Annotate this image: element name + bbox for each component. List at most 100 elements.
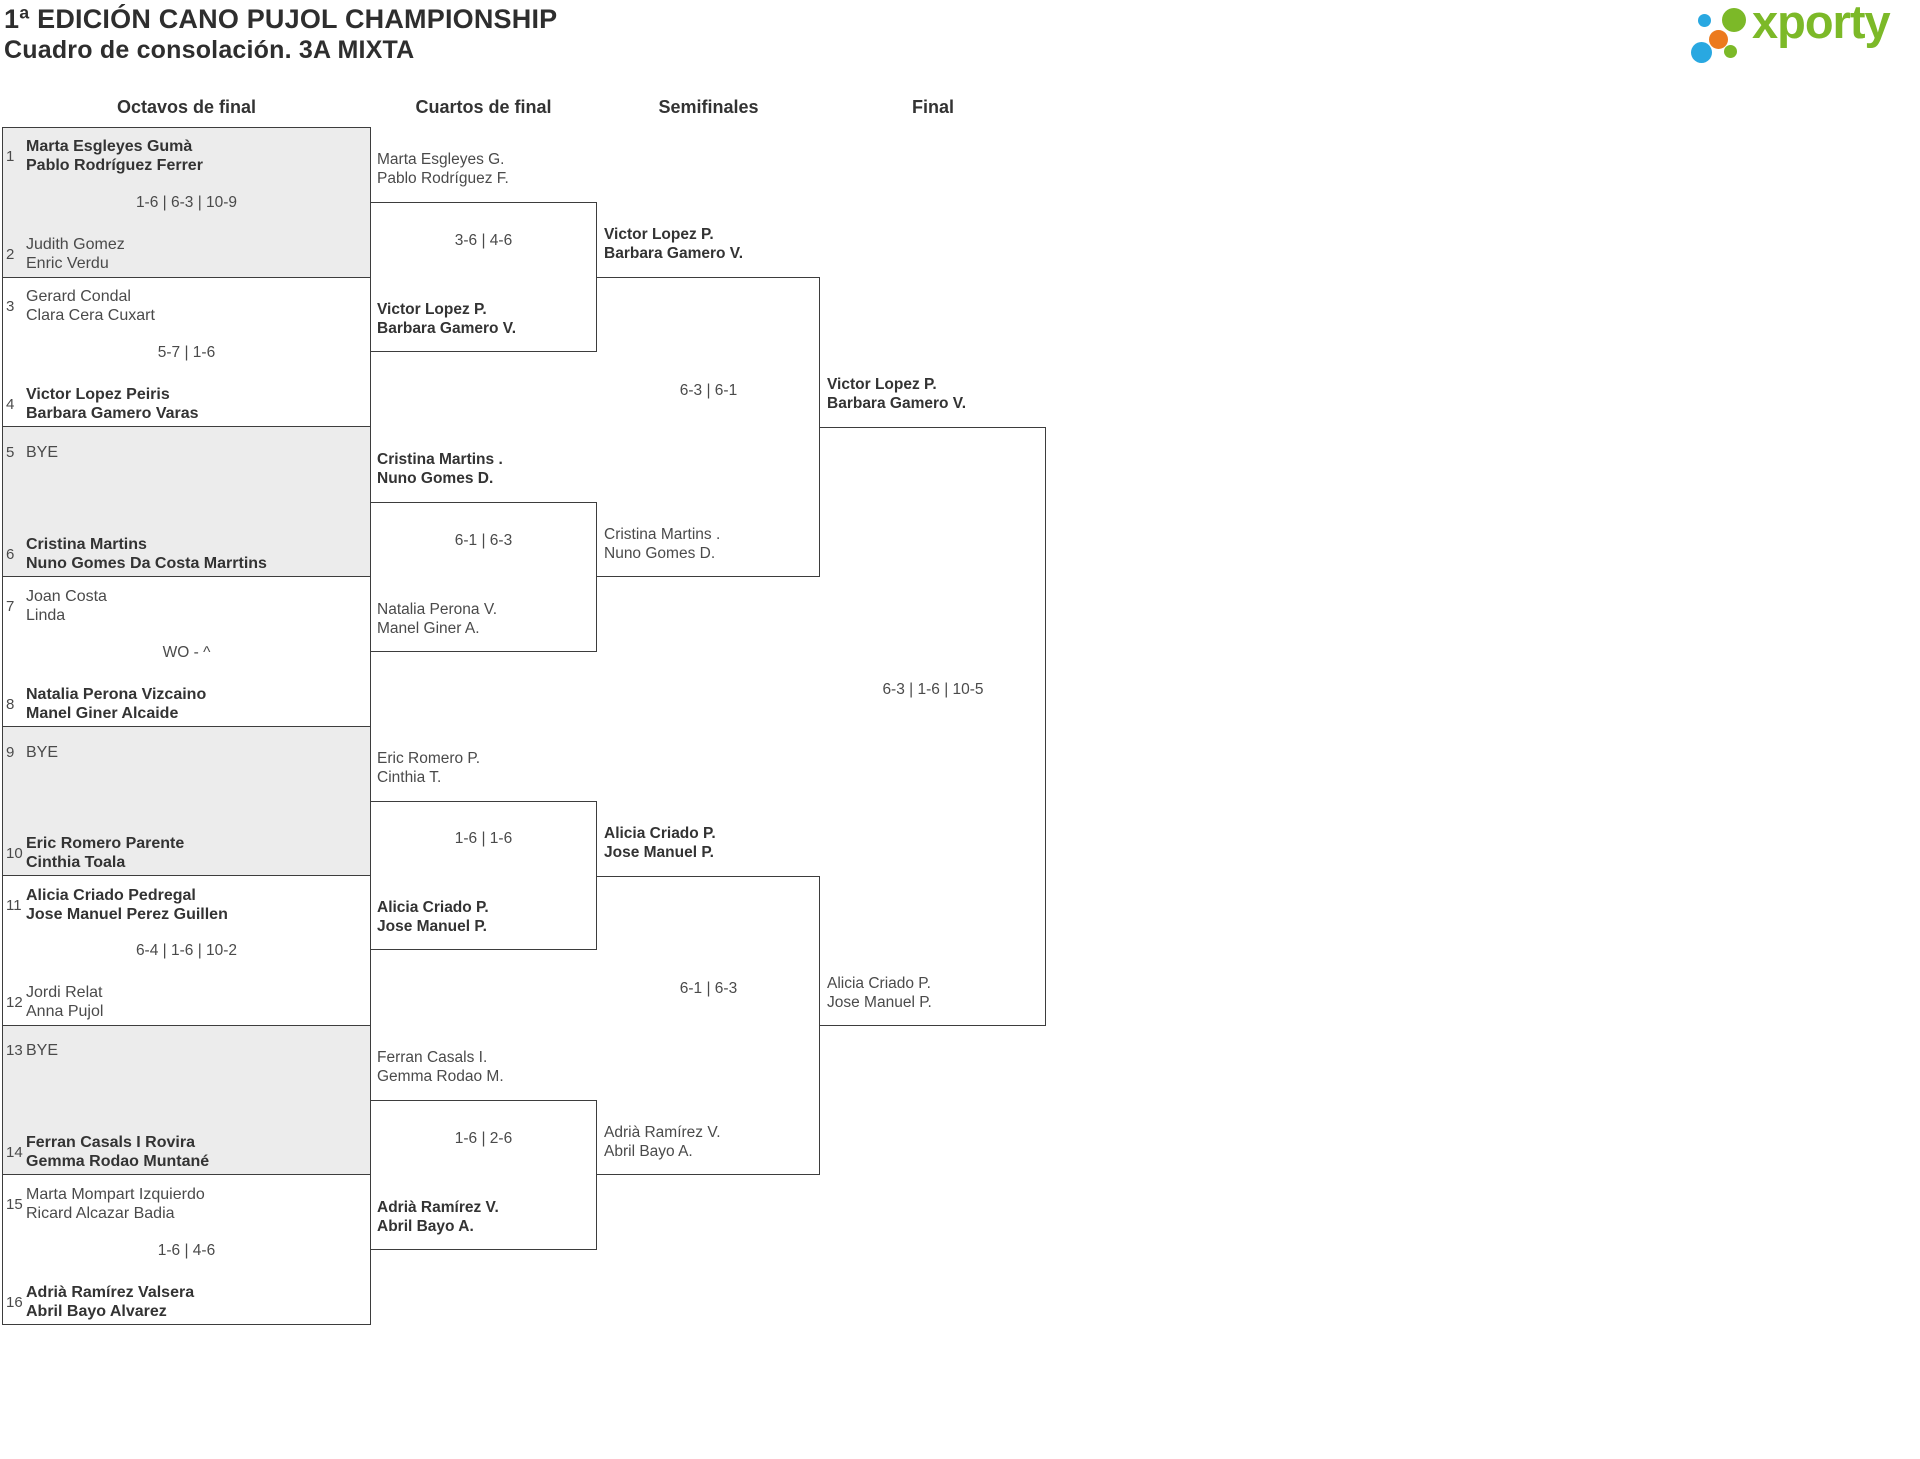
team-names: Gerard Condal Clara Cera Cuxart <box>26 287 155 325</box>
match-score-qf1: 3-6 | 4-6 <box>454 232 513 249</box>
team-name-line: Alicia Criado P. <box>827 975 931 992</box>
match-score-octavos-2: 5-7 | 1-6 <box>157 344 216 361</box>
seed-number: 4 <box>6 395 15 413</box>
logo-dot-green-small <box>1724 45 1737 58</box>
team-name-line: Barbara Gamero V. <box>604 245 744 262</box>
team-name-line: Nuno Gomes D. <box>377 470 494 487</box>
bye-label: BYE <box>26 744 59 761</box>
team-names: Cristina Martins Nuno Gomes Da Costa Mar… <box>26 535 267 573</box>
match-score-qf2: 6-1 | 6-3 <box>454 532 513 549</box>
team-names: Jordi Relat Anna Pujol <box>26 983 103 1021</box>
bye-label: BYE <box>26 444 59 461</box>
team-name-line: Marta Mompart Izquierdo <box>26 1186 205 1203</box>
sf-box-1 <box>597 277 820 577</box>
seed-number: 3 <box>6 297 15 315</box>
team-names: Marta Mompart Izquierdo Ricard Alcazar B… <box>26 1185 205 1223</box>
qf2-team-b: Natalia Perona V. Manel Giner A. <box>377 600 497 638</box>
round-header-final: Final <box>911 97 954 117</box>
round-header-cuartos: Cuartos de final <box>415 97 552 117</box>
qf-box-3 <box>370 801 597 950</box>
team-names: Victor Lopez Peiris Barbara Gamero Varas <box>26 385 199 423</box>
team-name-line: Enric Verdu <box>26 255 109 272</box>
logo-dot-blue-large <box>1691 42 1712 63</box>
team-name-line: Manel Giner Alcaide <box>26 705 179 722</box>
match-row-5 <box>3 726 370 877</box>
bracket-subtitle: Cuadro de consolación. 3A MIXTA <box>4 36 415 64</box>
seed-number: 8 <box>6 695 15 713</box>
team-name-line: Clara Cera Cuxart <box>26 307 155 324</box>
round-header-octavos: Octavos de final <box>116 97 257 117</box>
qf4-team-a: Ferran Casals I. Gemma Rodao M. <box>377 1048 504 1086</box>
team-name-line: Adrià Ramírez Valsera <box>26 1284 195 1301</box>
team-name-line: Barbara Gamero V. <box>827 395 967 412</box>
seed-number: 12 <box>6 993 23 1011</box>
team-name-line: Nuno Gomes Da Costa Marrtins <box>26 555 267 572</box>
team-name-line: Anna Pujol <box>26 1003 104 1020</box>
bye-label: BYE <box>26 1042 59 1059</box>
bracket-entry-seed-13-bye: 13 BYE <box>6 1041 58 1060</box>
team-names: BYE <box>26 743 58 762</box>
team-name-line: Ferran Casals I. <box>377 1049 488 1066</box>
final-team-a: Victor Lopez P. Barbara Gamero V. <box>827 375 966 413</box>
match-score-sf1: 6-3 | 6-1 <box>679 382 738 399</box>
qf-box-1 <box>370 202 597 352</box>
team-name-line: Cinthia T. <box>377 769 442 786</box>
bracket-entry-seed-11: 11 Alicia Criado Pedregal Jose Manuel Pe… <box>6 886 228 924</box>
match-score-octavos-8: 1-6 | 4-6 <box>157 1242 216 1259</box>
seed-number: 10 <box>6 844 23 862</box>
qf-box-4 <box>370 1100 597 1250</box>
bracket-entry-seed-6: 6 Cristina Martins Nuno Gomes Da Costa M… <box>6 535 267 573</box>
team-name-line: Alicia Criado P. <box>377 899 489 916</box>
seed-number: 5 <box>6 444 15 461</box>
match-score-octavos-1: 1-6 | 6-3 | 10-9 <box>135 194 238 211</box>
team-name-line: Nuno Gomes D. <box>604 545 716 562</box>
team-name-line: Eric Romero Parente <box>26 835 185 852</box>
match-row-4 <box>3 577 370 727</box>
team-names: Alicia Criado Pedregal Jose Manuel Perez… <box>26 886 228 924</box>
team-name-line: Adrià Ramírez V. <box>377 1199 499 1216</box>
round-header-semifinales: Semifinales <box>658 97 759 117</box>
team-name-line: Cristina Martins . <box>377 451 503 468</box>
team-name-line: Abril Bayo Alvarez <box>26 1303 167 1320</box>
seed-number: 2 <box>6 245 15 263</box>
match-score-octavos-4: WO - ^ <box>162 644 211 661</box>
match-score-sf2: 6-1 | 6-3 <box>679 980 738 997</box>
qf1-team-b: Victor Lopez P. Barbara Gamero V. <box>377 300 516 338</box>
bracket-entry-seed-16: 16 Adrià Ramírez Valsera Abril Bayo Alva… <box>6 1283 194 1321</box>
team-names: Marta Esgleyes Gumà Pablo Rodríguez Ferr… <box>26 137 203 175</box>
bracket-entry-seed-3: 3 Gerard Condal Clara Cera Cuxart <box>6 287 155 325</box>
xporty-logo[interactable]: xporty <box>1688 0 1916 72</box>
team-name-line: Marta Esgleyes G. <box>377 151 505 168</box>
team-name-line: Cristina Martins <box>26 536 147 553</box>
team-names: BYE <box>26 443 58 462</box>
team-name-line: Jordi Relat <box>26 984 103 1001</box>
team-name-line: Abril Bayo A. <box>377 1218 474 1235</box>
team-name-line: Victor Lopez P. <box>827 376 937 393</box>
octavos-box <box>2 127 371 1325</box>
team-name-line: Adrià Ramírez V. <box>604 1124 721 1141</box>
team-name-line: Cristina Martins . <box>604 526 721 543</box>
team-name-line: Gemma Rodao Muntané <box>26 1153 210 1170</box>
team-name-line: Alicia Criado Pedregal <box>26 887 196 904</box>
team-name-line: Ricard Alcazar Badia <box>26 1205 175 1222</box>
team-name-line: Jose Manuel P. <box>827 994 932 1011</box>
match-score-final: 6-3 | 1-6 | 10-5 <box>882 681 984 698</box>
match-row-1 <box>3 128 370 278</box>
seed-number: 9 <box>6 744 15 761</box>
qf4-team-b: Adrià Ramírez V. Abril Bayo A. <box>377 1198 499 1236</box>
team-name-line: Victor Lopez P. <box>377 301 487 318</box>
team-names: Joan Costa Linda <box>26 587 107 625</box>
team-name-line: Joan Costa <box>26 588 107 605</box>
sf-box-2 <box>597 876 820 1175</box>
sf2-team-a: Alicia Criado P. Jose Manuel P. <box>604 824 716 862</box>
final-box <box>820 427 1046 1026</box>
team-name-line: Ferran Casals I Rovira <box>26 1134 195 1151</box>
bracket-entry-seed-1: 1 Marta Esgleyes Gumà Pablo Rodríguez Fe… <box>6 137 203 175</box>
bracket-entry-seed-12: 12 Jordi Relat Anna Pujol <box>6 983 103 1021</box>
qf3-team-b: Alicia Criado P. Jose Manuel P. <box>377 898 489 936</box>
final-team-b: Alicia Criado P. Jose Manuel P. <box>827 974 932 1012</box>
seed-number: 16 <box>6 1293 23 1311</box>
bracket-entry-seed-10: 10 Eric Romero Parente Cinthia Toala <box>6 834 184 872</box>
bracket-entry-seed-8: 8 Natalia Perona Vizcaino Manel Giner Al… <box>6 685 206 723</box>
logo-dot-blue-small <box>1698 14 1711 27</box>
